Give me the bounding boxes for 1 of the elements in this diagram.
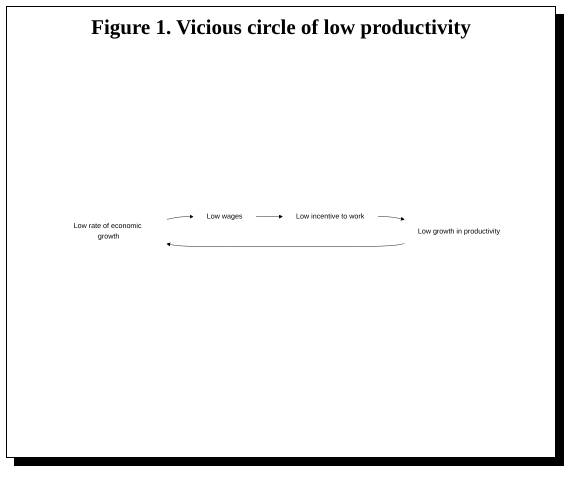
figure-title: Figure 1. Vicious circle of low productivity (90, 15, 472, 40)
